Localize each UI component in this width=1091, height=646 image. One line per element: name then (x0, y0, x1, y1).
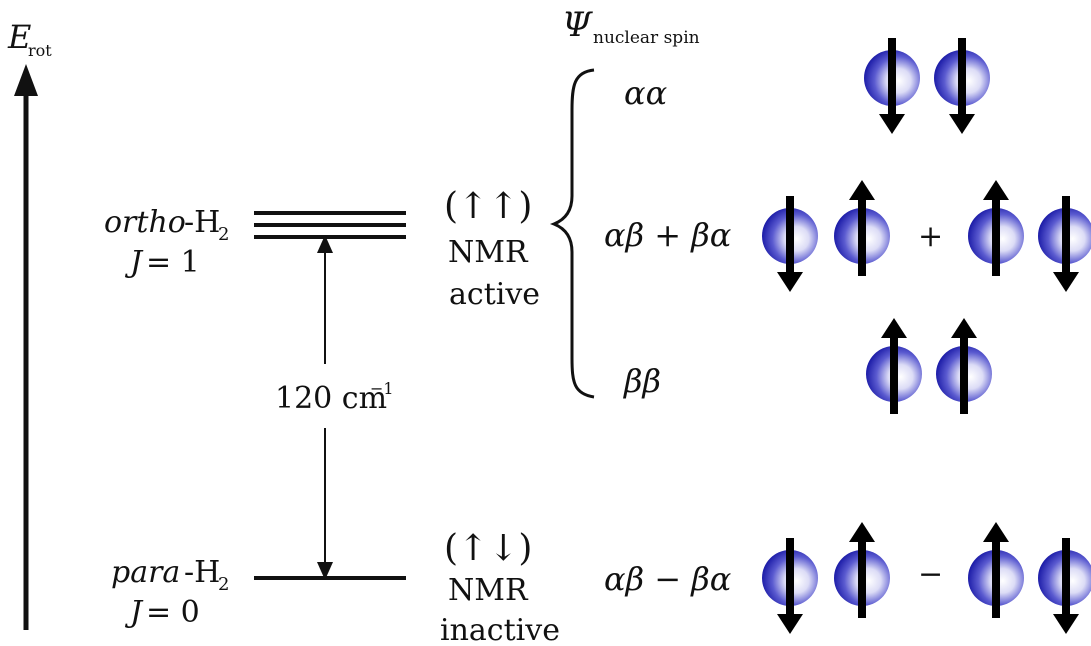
ortho-name: -H (184, 205, 220, 240)
energy-axis-arrowhead (14, 64, 38, 96)
ortho-spin-symbol: (↑↑) (444, 186, 532, 227)
spin-ab-plus-picture: + (762, 180, 1091, 292)
spin-down-sphere (1038, 538, 1091, 634)
ortho-j-symbol: J (124, 245, 144, 280)
ortho-nmr-line2: active (449, 277, 540, 312)
ortho-level: ortho -H 2 J = 1 (104, 205, 406, 280)
para-name-subscript: 2 (218, 574, 229, 595)
minus-operator: − (918, 557, 943, 592)
ortho-nmr-line1: NMR (448, 235, 529, 270)
wavefunction-subscript: nuclear spin (593, 28, 700, 48)
para-name: -H (184, 555, 220, 590)
ortho-prefix: ortho (104, 205, 186, 240)
para-spin-symbol: (↑↓) (444, 528, 532, 569)
state-bb-label: ββ (623, 362, 661, 400)
spin-down-sphere (762, 538, 818, 634)
spin-down-sphere (864, 38, 920, 134)
gap-value: 120 cm (275, 381, 387, 416)
spin-up-sphere (968, 522, 1024, 618)
energy-gap: 120 cm −1 (275, 235, 394, 580)
triplet-brace (549, 68, 595, 399)
para-prefix: para (111, 555, 180, 590)
state-aa-label: αα (624, 74, 667, 112)
spin-down-sphere (762, 196, 818, 292)
gap-exponent: −1 (370, 379, 394, 398)
spin-up-sphere (834, 522, 890, 618)
spin-up-sphere (968, 180, 1024, 276)
spin-down-sphere (934, 38, 990, 134)
spin-bb-picture (866, 318, 992, 414)
spin-up-sphere (866, 318, 922, 414)
para-nmr: (↑↓) NMR inactive (440, 528, 560, 646)
wavefunction-symbol: Ψ (562, 5, 593, 45)
spin-aa-picture (864, 38, 990, 134)
state-ab-minus-label: αβ − βα (604, 560, 731, 598)
spin-up-sphere (834, 180, 890, 276)
plus-operator: + (918, 219, 943, 254)
para-nmr-line2: inactive (440, 613, 560, 646)
ortho-nmr: (↑↑) NMR active (444, 186, 540, 312)
energy-axis-label: E (7, 18, 31, 56)
wavefunction-header: Ψ nuclear spin (562, 5, 700, 48)
state-ab-plus-label: αβ + βα (604, 216, 731, 254)
para-j-value: = 0 (146, 595, 200, 630)
para-j-symbol: J (124, 595, 144, 630)
spin-down-sphere (1038, 196, 1091, 292)
para-nmr-line1: NMR (448, 573, 529, 608)
ortho-j-value: = 1 (146, 245, 200, 280)
ortho-name-subscript: 2 (218, 224, 229, 245)
spin-up-sphere (936, 318, 992, 414)
spin-ab-minus-picture: − (762, 522, 1091, 634)
energy-axis: E rot (7, 18, 52, 630)
para-level: para -H 2 J = 0 (111, 555, 406, 630)
energy-axis-subscript: rot (28, 41, 52, 60)
